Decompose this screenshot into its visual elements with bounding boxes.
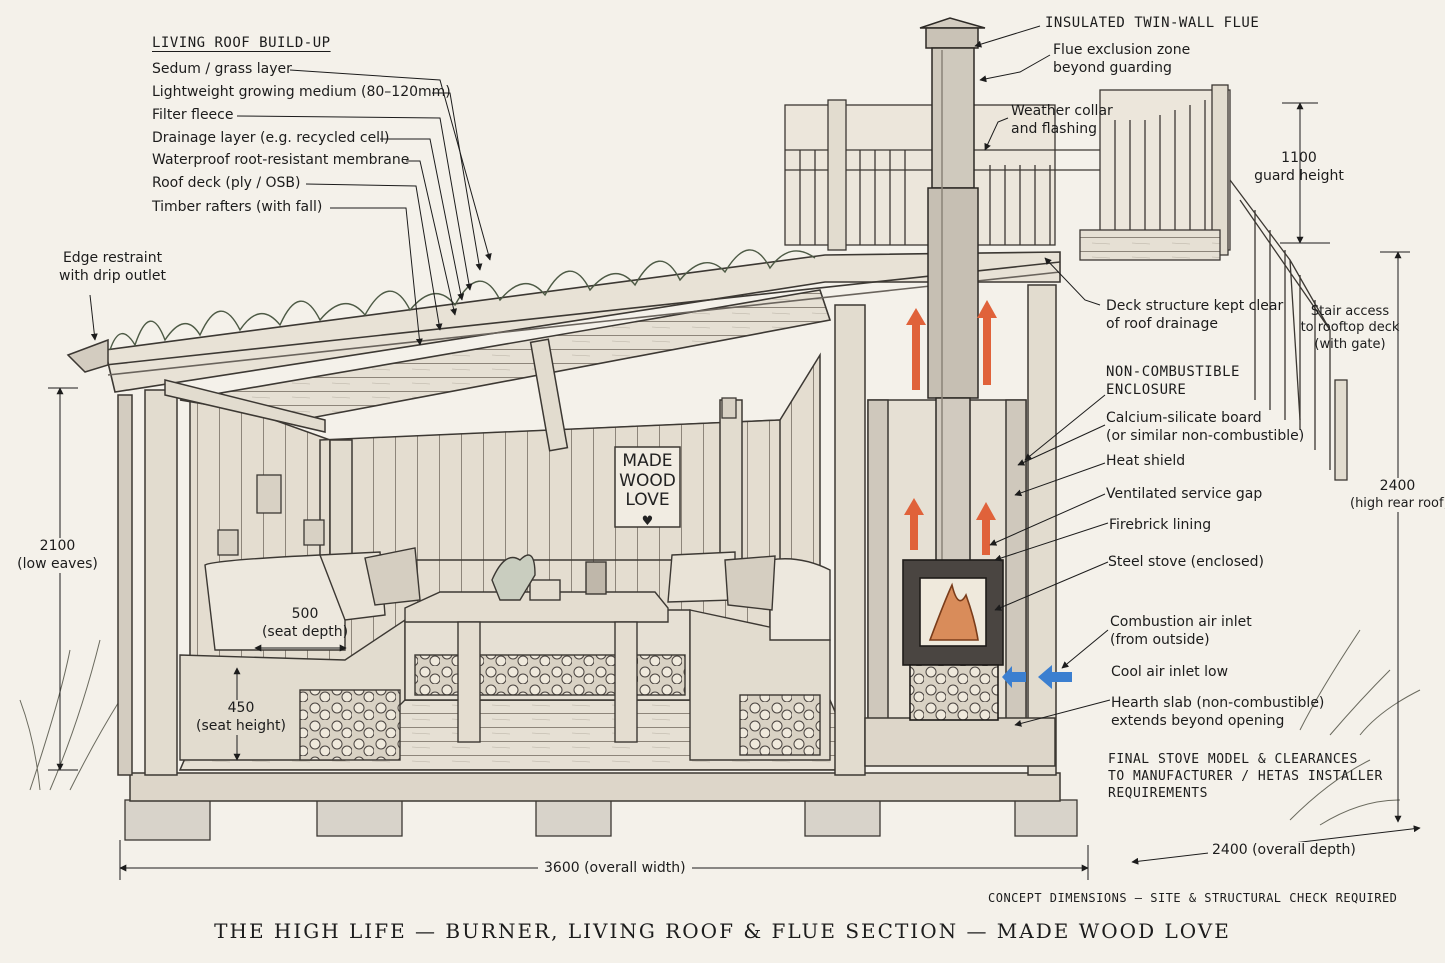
- sign-text: MADE WOOD LOVE ♥: [615, 451, 680, 530]
- overall-depth-dimension: 2400 (overall depth): [1208, 842, 1360, 860]
- seat-depth-label: (seat depth): [261, 623, 349, 640]
- leader-lines: [89, 25, 1111, 727]
- weather-collar-line1: Weather collar: [1011, 103, 1113, 119]
- ground-plants: [19, 629, 1421, 826]
- roof-buildup-heading: LIVING ROOF BUILD-UP: [152, 35, 331, 51]
- stair-access-line3: (with gate): [1314, 336, 1386, 352]
- heat-shield-label: Heat shield: [1106, 453, 1186, 469]
- sign-heart-icon: ♥: [641, 513, 654, 529]
- warm-air-arrows: [904, 300, 997, 555]
- seat-height-value: 450: [227, 700, 255, 716]
- edge-restraint-line1: Edge restraint: [62, 250, 163, 266]
- calcium-silicate-label: Calcium-silicate board (or similar non-c…: [1106, 410, 1304, 445]
- calcium-silicate-line1: Calcium-silicate board: [1106, 410, 1262, 426]
- roof-layer-growing-medium: Lightweight growing medium (80–120mm): [152, 84, 451, 100]
- page-title: THE HIGH LIFE — BURNER, LIVING ROOF & FL…: [214, 919, 1231, 943]
- final-note-line1: FINAL STOVE MODEL & CLEARANCES: [1108, 752, 1358, 767]
- stove: [902, 559, 1004, 721]
- sign-line3: LOVE: [625, 490, 670, 511]
- deck-drainage-line1: Deck structure kept clear: [1106, 298, 1284, 314]
- flue-exclusion-label: Flue exclusion zone beyond guarding: [1053, 42, 1190, 77]
- timber-frame: [144, 284, 1057, 776]
- table: [404, 554, 669, 743]
- sign-line2: WOOD: [619, 470, 676, 491]
- concept-note: CONCEPT DIMENSIONS — SITE & STRUCTURAL C…: [988, 891, 1398, 905]
- stair-access-label: Stair access to rooftop deck (with gate): [1300, 304, 1400, 353]
- combustion-air-label: Combustion air inlet (from outside): [1110, 614, 1252, 649]
- guard-height-dimension: 1100 guard height: [1250, 150, 1348, 185]
- final-note-line3: REQUIREMENTS: [1108, 785, 1208, 801]
- hearth-slab-label: Hearth slab (non-combustible) extends be…: [1111, 695, 1324, 730]
- seat-height-dimension: 450 (seat height): [196, 700, 286, 735]
- combustion-air-line2: (from outside): [1110, 631, 1210, 648]
- high-rear-label: (high rear roof): [1350, 495, 1445, 511]
- flue-exclusion-line1: Flue exclusion zone: [1053, 42, 1191, 58]
- rooftop-railing: [784, 84, 1348, 481]
- weather-collar-label: Weather collar and flashing: [1011, 103, 1113, 138]
- deck-drainage-line2: of roof drainage: [1106, 315, 1218, 332]
- high-rear-dimension: 2400 (high rear roof): [1350, 478, 1445, 512]
- sign-board: [614, 446, 681, 528]
- stair-access-line2: to rooftop deck: [1300, 320, 1400, 336]
- calcium-silicate-line2: (or similar non-combustible): [1106, 427, 1305, 444]
- weather-collar-line2: and flashing: [1011, 120, 1098, 137]
- hearth-slab-line2: extends beyond opening: [1111, 712, 1285, 729]
- high-rear-value: 2400: [1379, 478, 1416, 494]
- gutter-downpipe: [66, 338, 133, 776]
- enclosure-heading: NON-COMBUSTIBLE ENCLOSURE: [1106, 364, 1240, 399]
- firebrick-label: Firebrick lining: [1109, 517, 1212, 533]
- enclosure-heading-line2: ENCLOSURE: [1106, 381, 1187, 398]
- seat-depth-dimension: 500 (seat depth): [255, 606, 355, 641]
- roof-layer-membrane: Waterproof root-resistant membrane: [152, 152, 410, 168]
- sign-line1: MADE: [622, 451, 673, 471]
- final-stove-note: FINAL STOVE MODEL & CLEARANCES TO MANUFA…: [1108, 752, 1383, 803]
- flue-exclusion-line2: beyond guarding: [1053, 59, 1172, 76]
- guard-height-value: 1100: [1281, 150, 1317, 166]
- enclosure-heading-line1: NON-COMBUSTIBLE: [1106, 364, 1240, 380]
- overall-width-dimension: 3600 (overall width): [538, 860, 692, 878]
- cool-air-label: Cool air inlet low: [1111, 664, 1229, 680]
- combustion-air-line1: Combustion air inlet: [1110, 614, 1252, 630]
- final-note-line2: TO MANUFACTURER / HETAS INSTALLER: [1108, 768, 1383, 784]
- foundation-pads: [124, 799, 1078, 841]
- edge-restraint-label: Edge restraint with drip outlet: [55, 250, 170, 285]
- guard-height-label: guard height: [1254, 167, 1344, 184]
- hearth-slab-line1: Hearth slab (non-combustible): [1111, 695, 1325, 711]
- roof-layer-drainage: Drainage layer (e.g. recycled cell): [152, 130, 390, 146]
- wall-lantern: [217, 397, 737, 556]
- steel-stove-label: Steel stove (enclosed): [1108, 554, 1264, 570]
- low-eaves-dimension: 2100 (low eaves): [10, 538, 105, 573]
- cool-air-arrows: [1002, 665, 1072, 689]
- seat-height-label: (seat height): [196, 717, 286, 734]
- edge-restraint-line2: with drip outlet: [59, 267, 166, 284]
- roof-layer-filter-fleece: Filter fleece: [152, 107, 234, 123]
- flue-twin-wall-label: INSULATED TWIN-WALL FLUE: [1045, 15, 1260, 31]
- deck-drainage-label: Deck structure kept clear of roof draina…: [1106, 298, 1283, 333]
- low-eaves-value: 2100: [39, 538, 76, 554]
- stair-access-line1: Stair access: [1310, 304, 1390, 319]
- low-eaves-label: (low eaves): [17, 555, 98, 572]
- roof-layer-sedum: Sedum / grass layer: [152, 61, 292, 77]
- roof-layer-deck: Roof deck (ply / OSB): [152, 175, 301, 191]
- ventilated-gap-label: Ventilated service gap: [1106, 486, 1263, 502]
- seat-depth-value: 500: [291, 606, 319, 622]
- roof-layer-rafters: Timber rafters (with fall): [152, 199, 323, 215]
